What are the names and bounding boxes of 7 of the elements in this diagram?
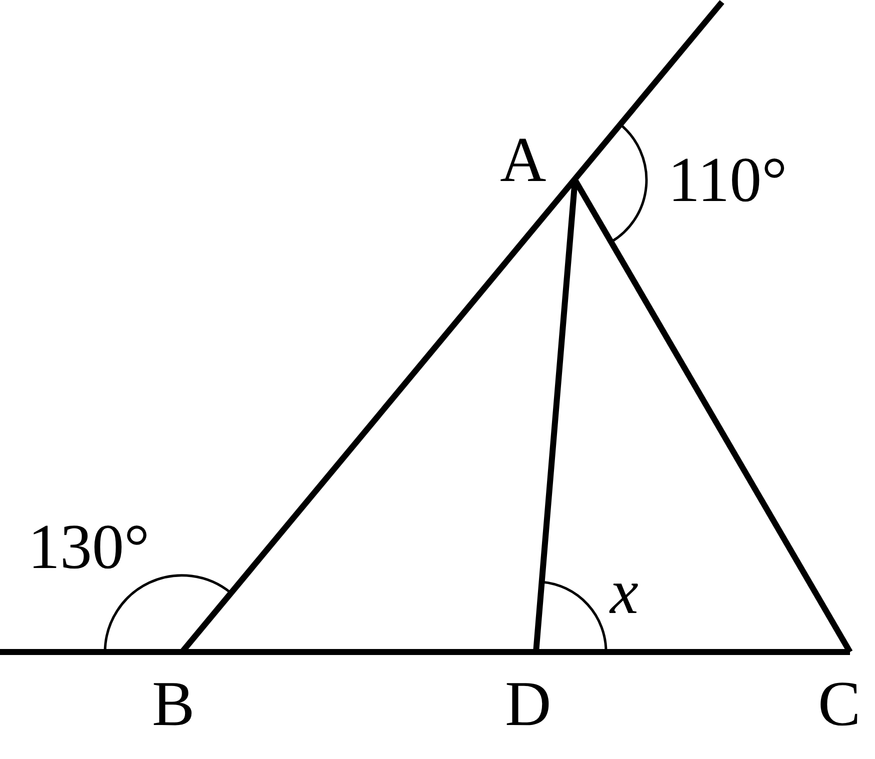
point-label: D xyxy=(505,672,552,736)
angle-label: x xyxy=(610,560,638,624)
angle-label: 110° xyxy=(668,148,788,212)
point-label: C xyxy=(818,672,861,736)
point-label: A xyxy=(500,128,546,192)
point-label: B xyxy=(152,672,195,736)
angle-label: 130° xyxy=(28,515,150,579)
